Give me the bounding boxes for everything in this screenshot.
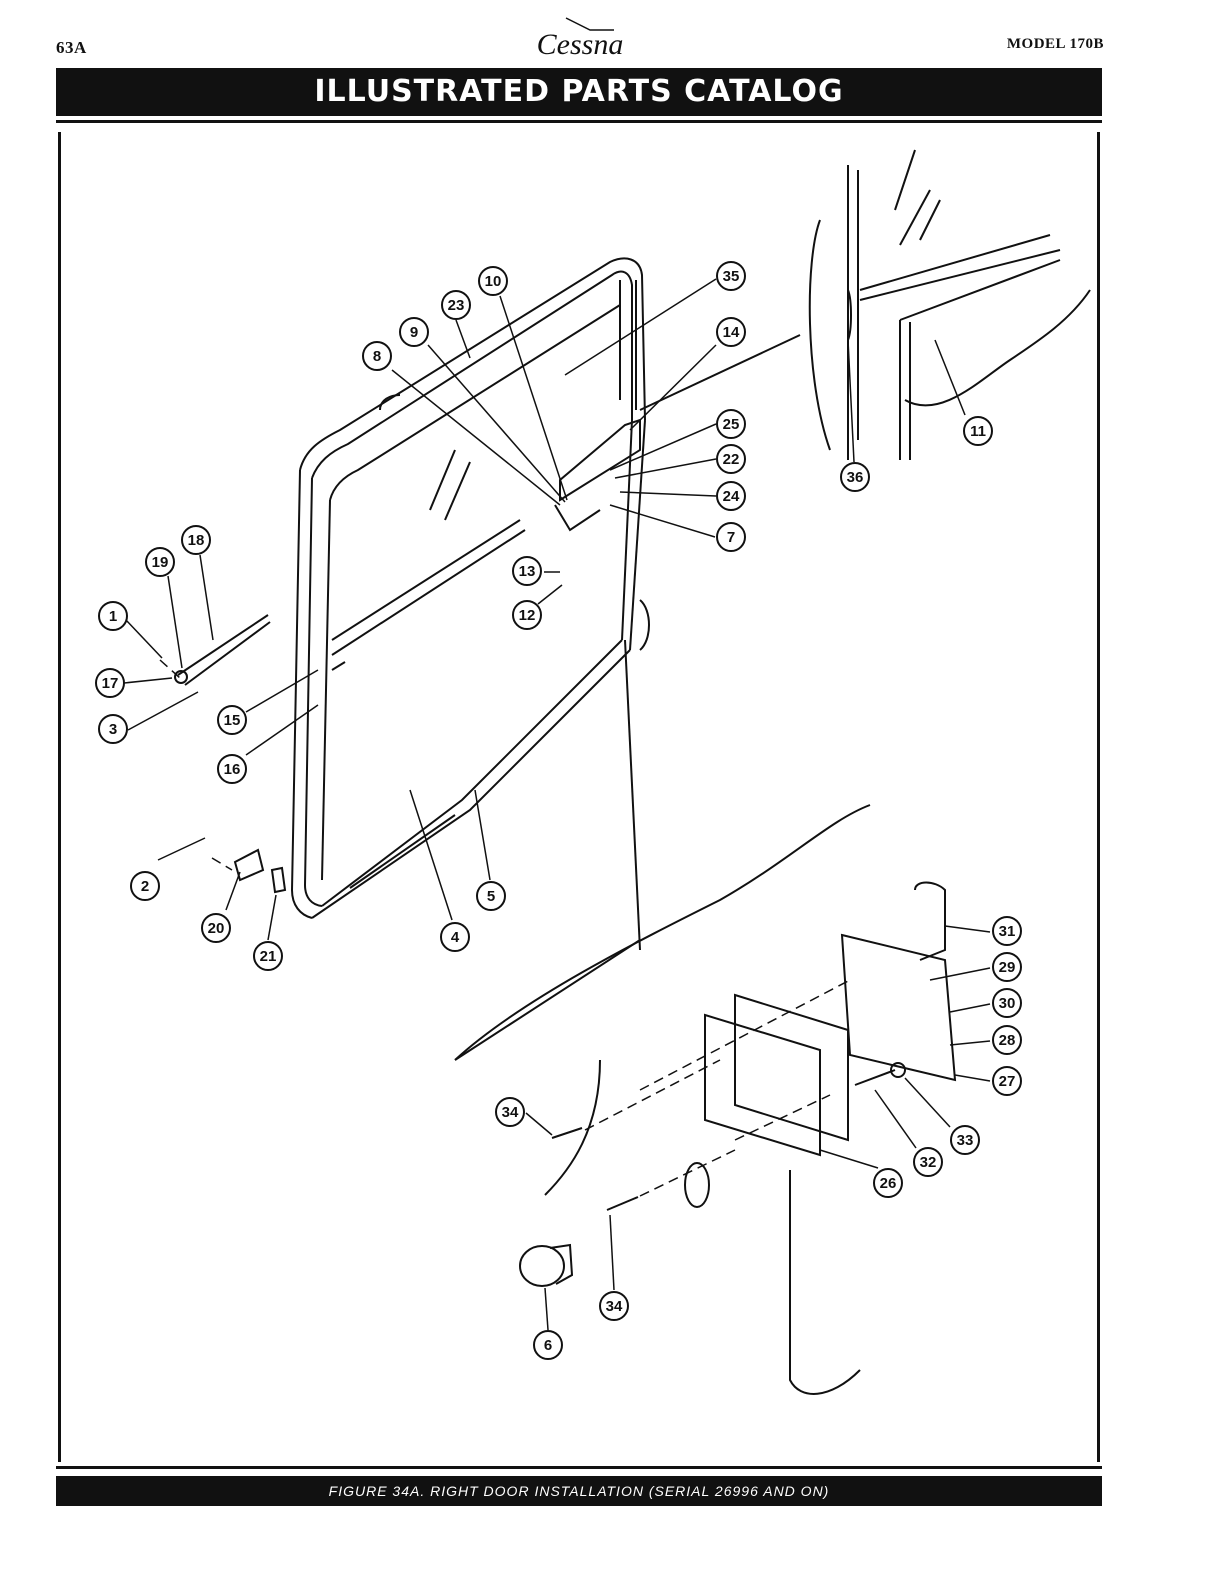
callout-label: 21 <box>260 948 277 965</box>
callout-label: 1 <box>109 608 117 625</box>
callout-label: 24 <box>723 488 740 505</box>
callout-label: 33 <box>957 1132 974 1149</box>
callout-label: 12 <box>519 607 536 624</box>
callout-label: 14 <box>723 324 740 341</box>
callout-label: 35 <box>723 268 740 285</box>
brand-logo: Cessna <box>520 16 640 66</box>
callout-label: 3 <box>109 721 117 738</box>
callout-label: 5 <box>487 888 495 905</box>
figure-frame <box>58 132 1100 1462</box>
callout-label: 26 <box>880 1175 897 1192</box>
callout-label: 4 <box>451 929 460 946</box>
callout-label: 17 <box>102 675 119 692</box>
callout-label: 6 <box>544 1337 552 1354</box>
callout-label: 22 <box>723 451 740 468</box>
callout-label: 7 <box>727 529 735 546</box>
callout-label: 34 <box>606 1298 623 1315</box>
callout-label: 18 <box>188 532 205 549</box>
callout-label: 11 <box>970 423 986 440</box>
bottom-rule <box>56 1466 1102 1469</box>
brand-name: Cessna <box>536 28 624 61</box>
figure-caption: FIGURE 34A. RIGHT DOOR INSTALLATION (SER… <box>56 1476 1102 1506</box>
callout-label: 27 <box>999 1073 1016 1090</box>
callout-label: 32 <box>920 1154 937 1171</box>
callout-label: 16 <box>224 761 241 778</box>
callout-label: 28 <box>999 1032 1016 1049</box>
logo-swoosh-icon <box>565 17 614 31</box>
catalog-title: ILLUSTRATED PARTS CATALOG <box>56 68 1102 116</box>
callout-label: 19 <box>152 554 169 571</box>
page-number: 63A <box>56 38 87 57</box>
callout-label: 30 <box>999 995 1016 1012</box>
callout-label: 10 <box>485 273 502 290</box>
callout-label: 8 <box>373 348 381 365</box>
callout-label: 29 <box>999 959 1016 976</box>
callout-label: 36 <box>847 469 864 486</box>
model-label: MODEL 170B <box>1006 36 1104 52</box>
callout-label: 13 <box>519 563 536 580</box>
callout-label: 2 <box>141 878 149 895</box>
callout-label: 31 <box>999 923 1016 940</box>
callout-label: 20 <box>208 920 225 937</box>
callout-label: 34 <box>502 1104 519 1121</box>
callout-label: 25 <box>723 416 740 433</box>
callout-label: 9 <box>410 324 418 341</box>
top-rule <box>56 120 1102 123</box>
callout-label: 23 <box>448 297 465 314</box>
callout-label: 15 <box>224 712 241 729</box>
